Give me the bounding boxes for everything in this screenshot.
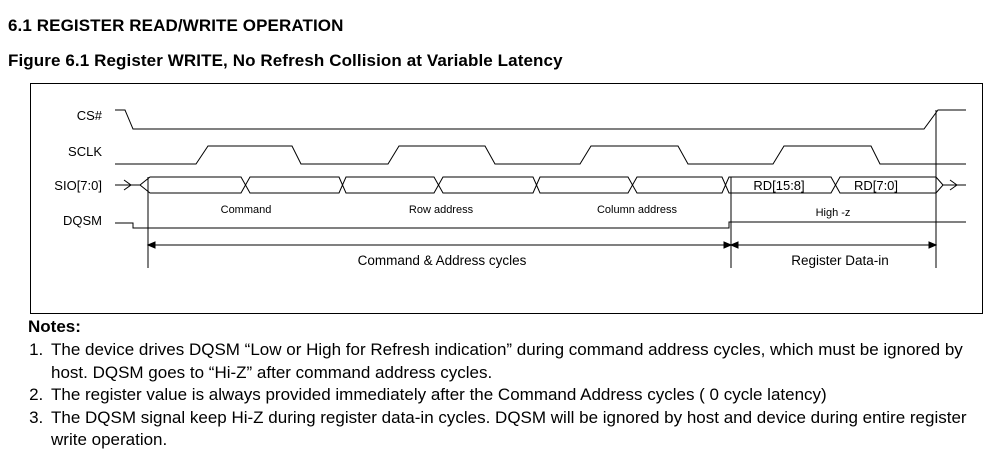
bus-label-column-address: Column address: [597, 204, 678, 216]
data-label-rd-high: RD[15:8]: [753, 178, 804, 193]
dqsm-waveform: [115, 221, 966, 229]
timing-diagram: CS# SCLK SIO[7:0] DQSM RD[15:8] RD[7:0] …: [30, 83, 983, 314]
signal-label-dqsm: DQSM: [63, 213, 102, 228]
notes-list: The device drives DQSM “Low or High for …: [8, 339, 993, 452]
diagram-frame: [30, 83, 983, 314]
note-item: The DQSM signal keep Hi-Z during registe…: [48, 407, 993, 452]
sclk-waveform: [115, 145, 966, 165]
signal-label-sclk: SCLK: [68, 144, 102, 159]
note-item: The register value is always provided im…: [48, 384, 993, 407]
notes-section: Notes: The device drives DQSM “Low or Hi…: [8, 316, 993, 452]
bus-label-command: Command: [221, 204, 272, 216]
figure-title: Figure 6.1 Register WRITE, No Refresh Co…: [8, 51, 563, 70]
sio-bus: [115, 176, 966, 194]
section-title: 6.1 REGISTER READ/WRITE OPERATION: [8, 16, 344, 35]
phase-arrow-register-data: [729, 241, 938, 249]
data-label-rd-low: RD[7:0]: [854, 178, 898, 193]
signal-label-cs: CS#: [77, 108, 103, 123]
phase-label-register-data: Register Data-in: [791, 253, 889, 268]
bus-label-row-address: Row address: [409, 204, 474, 216]
phase-arrow-command-address: [146, 241, 733, 249]
dqsm-highz-label: High -z: [816, 207, 851, 219]
note-item: The device drives DQSM “Low or High for …: [48, 339, 993, 384]
cs-waveform: [115, 109, 966, 130]
phase-label-command-address: Command & Address cycles: [358, 253, 527, 268]
signal-label-sio: SIO[7:0]: [54, 178, 102, 193]
notes-title: Notes:: [28, 317, 81, 336]
